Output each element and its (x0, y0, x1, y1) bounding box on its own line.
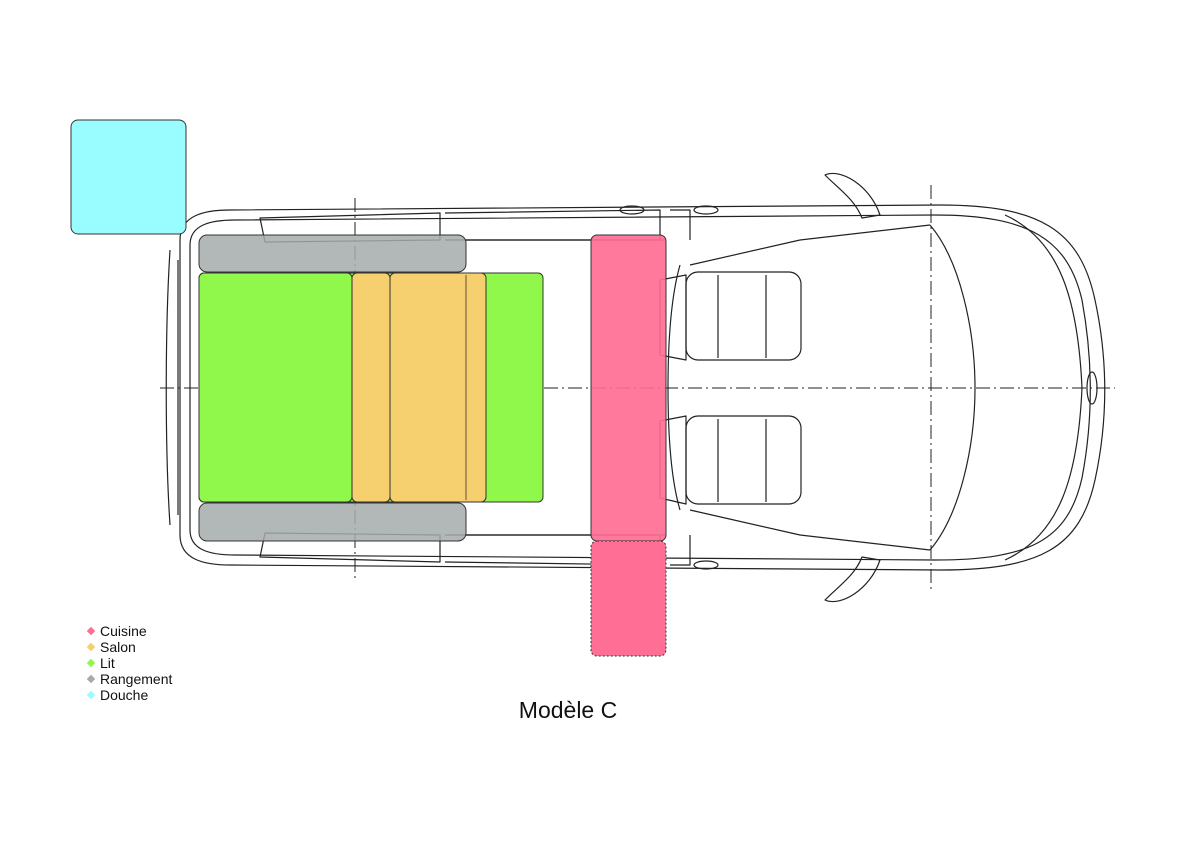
zone-salon-1 (351, 272, 391, 503)
legend-marker-rangement (86, 674, 96, 684)
diagram-title: Modèle C (518, 697, 618, 723)
zone-rangement-top (198, 234, 467, 273)
legend-label: Rangement (100, 671, 173, 687)
legend-marker-lit (86, 658, 96, 668)
zone-salon-2 (389, 272, 487, 503)
mirror-top (824, 172, 881, 219)
zone-lit-left (198, 272, 353, 503)
mirror-bottom (824, 556, 881, 603)
legend-item-lit: Lit (86, 655, 172, 671)
van-body-inner (189, 214, 1091, 561)
legend-label: Cuisine (100, 623, 147, 639)
legend-label: Salon (100, 639, 136, 655)
legend-item-douche: Douche (86, 687, 172, 703)
legend: Cuisine Salon Lit Rangement Douche (86, 623, 172, 703)
legend-marker-cuisine (86, 626, 96, 636)
legend-marker-salon (86, 642, 96, 652)
legend-label: Lit (100, 655, 115, 671)
legend-item-cuisine: Cuisine (86, 623, 172, 639)
zone-cuisine (590, 234, 667, 542)
legend-item-salon: Salon (86, 639, 172, 655)
legend-item-rangement: Rangement (86, 671, 172, 687)
legend-label: Douche (100, 687, 149, 703)
passenger-seat (659, 415, 802, 505)
driver-seat (659, 271, 802, 361)
zone-cuisine-extension (590, 540, 667, 657)
zone-rangement-bottom (198, 502, 467, 542)
zone-douche (70, 119, 187, 235)
van-body-outline (179, 204, 1106, 571)
windshield (929, 224, 976, 551)
